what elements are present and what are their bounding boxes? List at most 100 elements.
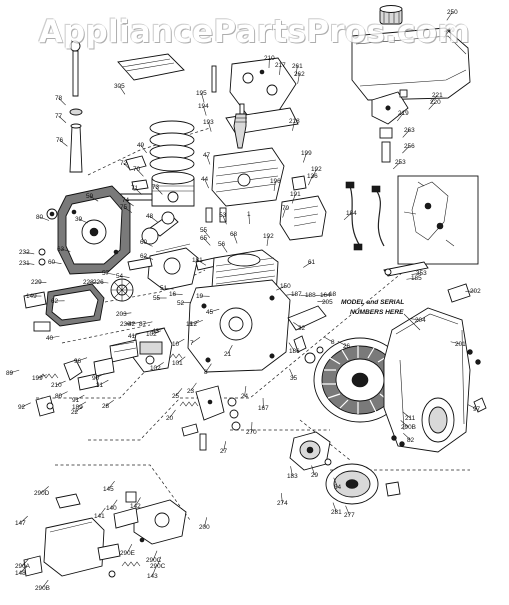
part-label-148: 148 [15, 570, 26, 577]
part-label-55: 55 [153, 295, 161, 302]
part-label-87: 87 [139, 321, 147, 328]
part-label-80: 80 [55, 393, 63, 400]
part-label-189: 189 [72, 404, 83, 411]
part-label-21: 21 [224, 351, 232, 358]
part-label-142: 142 [130, 503, 141, 510]
part-label-63: 63 [57, 246, 65, 253]
part-label-26: 26 [343, 343, 351, 350]
part-label-91: 91 [72, 397, 80, 404]
part-label-221: 221 [432, 92, 443, 99]
part-label-290E: 290E [120, 550, 135, 557]
part-label-16: 16 [169, 291, 177, 298]
part-label-205: 205 [322, 299, 333, 306]
part-label-194: 194 [198, 103, 209, 110]
part-label-62: 62 [51, 298, 59, 305]
governor-gear [111, 279, 133, 301]
part-label-44: 44 [201, 176, 209, 183]
part-label-290A: 290A [15, 563, 31, 570]
part-label-27: 27 [220, 448, 228, 455]
part-label-193: 193 [203, 119, 214, 126]
part-label-82: 82 [407, 437, 415, 444]
part-label-97: 97 [473, 406, 481, 413]
part-label-262: 262 [294, 71, 305, 78]
part-label-47: 47 [203, 152, 211, 159]
piston-rings [150, 121, 194, 171]
part-label-56: 56 [218, 241, 226, 248]
part-label-90: 90 [92, 375, 100, 382]
part-label-7: 7 [190, 340, 194, 347]
part-label-220: 220 [430, 99, 441, 106]
part-label-102: 102 [150, 365, 161, 372]
part-label-218: 218 [289, 118, 300, 125]
part-label-196: 196 [270, 178, 281, 185]
part-label-232: 232 [19, 249, 30, 256]
part-label-68: 68 [230, 231, 238, 238]
part-label-32: 32 [298, 325, 306, 332]
part-label-24: 24 [241, 393, 249, 400]
air-cleaner [24, 284, 104, 331]
part-label-73: 73 [152, 184, 160, 191]
callout-line-1: MODEL and SERIAL [341, 299, 404, 306]
part-label-71: 71 [131, 185, 139, 192]
part-label-200: 200 [199, 524, 210, 531]
part-label-10: 10 [172, 341, 180, 348]
part-label-203: 203 [116, 311, 127, 318]
part-label-201: 201 [455, 341, 466, 348]
part-label-92: 92 [18, 404, 26, 411]
part-label-52: 52 [177, 300, 185, 307]
part-label-77: 77 [55, 113, 63, 120]
part-label-181: 181 [192, 257, 203, 264]
part-label-20: 20 [166, 415, 174, 422]
recoil-starter [325, 459, 400, 504]
part-label-41: 41 [128, 333, 136, 340]
part-label-210: 210 [264, 55, 275, 62]
part-label-79: 79 [282, 205, 290, 212]
part-label-53: 53 [219, 212, 227, 219]
part-label-281: 281 [331, 509, 342, 516]
part-label-31: 31 [96, 382, 104, 389]
part-label-78: 78 [55, 95, 63, 102]
part-label-290C: 290C [150, 563, 166, 570]
part-label-19: 19 [196, 293, 204, 300]
part-label-51: 51 [160, 285, 168, 292]
part-label-274: 274 [277, 500, 288, 507]
part-label-80: 80 [36, 214, 44, 221]
part-label-145: 145 [103, 486, 114, 493]
watermark: AppliancePartsPros.com [0, 14, 509, 50]
part-label-167: 167 [258, 405, 269, 412]
part-label-192: 192 [311, 166, 322, 173]
part-label-25: 25 [172, 393, 180, 400]
part-label-217: 217 [275, 62, 286, 69]
part-label-202: 202 [470, 288, 481, 295]
part-label-186: 186 [289, 348, 300, 355]
control-lever [384, 262, 470, 302]
part-label-184: 184 [346, 210, 357, 217]
part-label-290B: 290B [35, 585, 50, 592]
part-label-199: 199 [32, 375, 43, 382]
part-label-188: 188 [305, 292, 316, 299]
part-label-305: 305 [114, 83, 125, 90]
part-label-29: 29 [311, 472, 319, 479]
part-label-261: 261 [292, 63, 303, 70]
part-label-192: 192 [263, 233, 274, 240]
part-label-150: 150 [280, 283, 291, 290]
muffler [290, 432, 330, 470]
part-label-270: 270 [246, 429, 257, 436]
control-panel-box [398, 176, 478, 264]
part-label-8: 8 [204, 369, 208, 376]
cylinder-head [206, 148, 284, 222]
part-label-185: 185 [411, 275, 422, 282]
crankshaft [128, 244, 216, 290]
crankcase-cover [58, 186, 130, 274]
part-label-23: 23 [187, 388, 195, 395]
governor-bracket [182, 386, 240, 450]
part-label-199: 199 [301, 150, 312, 157]
part-label-149: 149 [26, 293, 37, 300]
part-label-61: 61 [308, 259, 316, 266]
part-label-96: 96 [74, 358, 82, 365]
part-label-54: 54 [116, 273, 124, 280]
head-cover [212, 58, 298, 134]
part-label-147: 147 [15, 520, 26, 527]
part-label-263: 263 [404, 127, 415, 134]
part-label-256: 256 [404, 143, 415, 150]
